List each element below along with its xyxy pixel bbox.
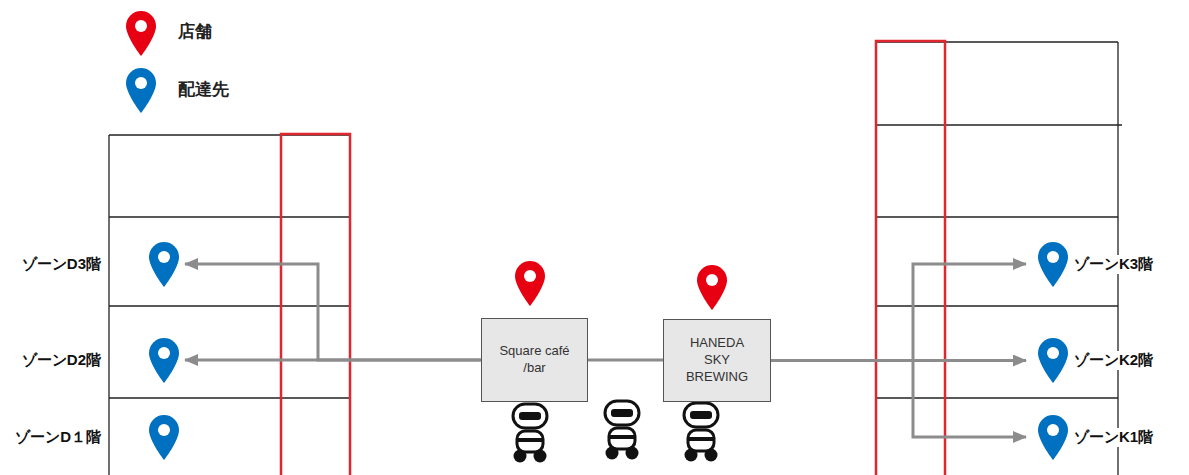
shop-box: Square café /bar <box>481 318 588 402</box>
shop-box: HANEDA SKY BREWING <box>663 319 771 402</box>
pin-hole <box>524 270 536 282</box>
delivery-pin <box>1036 413 1070 461</box>
pin-hole <box>135 77 147 89</box>
elevator-shaft <box>281 134 350 475</box>
robot-icon <box>513 404 547 463</box>
pin-shape <box>1038 242 1068 287</box>
shop-name: HANEDA SKY BREWING <box>681 335 753 386</box>
floor-line <box>109 397 350 398</box>
shop-pin <box>126 11 156 56</box>
pin-hole <box>1047 251 1059 263</box>
pin-hole <box>158 251 170 263</box>
floor-line <box>109 216 350 217</box>
zone-label: ゾーンK3階 <box>1072 255 1155 274</box>
shop-pin <box>697 265 727 310</box>
robot-band <box>688 437 714 441</box>
route-arrow <box>588 359 663 362</box>
delivery-zone: ゾーンK2階 <box>1026 336 1158 384</box>
legend-label: 店舗 <box>178 20 212 43</box>
route-arrow <box>185 359 481 362</box>
zone-text-wrap: ゾーンK2階 <box>1072 336 1155 384</box>
robot-wheel <box>606 447 619 460</box>
elevator-shaft <box>876 41 945 475</box>
robot-head <box>513 404 547 428</box>
pin-shape <box>1038 415 1068 460</box>
robot-wheel <box>534 450 547 463</box>
floor-line <box>876 124 1122 125</box>
pin-shape <box>1038 338 1068 383</box>
delivery-pin <box>147 413 181 461</box>
robot-body <box>688 430 714 451</box>
pin-shape <box>697 265 727 310</box>
delivery-zone: ゾーンD2階 <box>5 336 185 384</box>
building-wall <box>108 135 109 475</box>
shop-name: Square café /bar <box>493 343 577 377</box>
zone-text-wrap: ゾーンK1階 <box>1072 413 1155 461</box>
pin-shape <box>515 261 545 306</box>
robot-wheel <box>514 450 527 463</box>
zone-text-wrap: ゾーンD3階 <box>20 240 103 288</box>
pin-hole <box>706 274 718 286</box>
floor-line <box>876 216 1118 217</box>
robot-icon <box>605 401 639 460</box>
robot-visor <box>611 409 633 417</box>
robot-body <box>517 431 543 452</box>
robot-wheel <box>685 449 698 462</box>
robot-wheel <box>626 447 639 460</box>
delivery-zone: ゾーンK1階 <box>1026 413 1158 461</box>
delivery-zone: ゾーンD１階 <box>5 413 185 461</box>
zone-text-wrap: ゾーンD2階 <box>20 336 103 384</box>
route-arrow <box>771 264 1026 361</box>
pin-shape <box>126 11 156 56</box>
pin-hole <box>1047 347 1059 359</box>
pin-shape <box>149 242 179 287</box>
delivery-pin <box>1036 240 1070 288</box>
pin-hole <box>158 424 170 436</box>
delivery-zone: ゾーンD3階 <box>5 240 185 288</box>
robot-visor <box>690 411 712 419</box>
zone-label: ゾーンK1階 <box>1072 428 1155 447</box>
robot-visor <box>519 412 541 420</box>
pin-hole <box>135 20 147 32</box>
route-arrow <box>185 264 481 360</box>
delivery-pin <box>1036 336 1070 384</box>
pin-hole <box>1047 424 1059 436</box>
route-arrow <box>771 361 1026 438</box>
robot-icon <box>684 403 718 462</box>
zone-text-wrap: ゾーンD１階 <box>13 413 103 461</box>
pin-shape <box>149 338 179 383</box>
delivery-pin <box>147 240 181 288</box>
robot-band <box>517 438 543 442</box>
left-building <box>109 135 350 475</box>
delivery-zone: ゾーンK3階 <box>1026 240 1158 288</box>
delivery-pin <box>147 336 181 384</box>
legend-label: 配達先 <box>178 78 229 101</box>
box-text-wrap: HANEDA SKY BREWING <box>681 335 753 386</box>
zone-label: ゾーンK2階 <box>1072 351 1155 370</box>
zone-label: ゾーンD１階 <box>13 428 103 447</box>
robot-head <box>605 401 639 425</box>
pin-shape <box>126 68 156 113</box>
zone-label: ゾーンD2階 <box>20 351 103 370</box>
robot-wheel <box>705 449 718 462</box>
robot-head <box>684 403 718 427</box>
zone-text-wrap: ゾーンK3階 <box>1072 240 1155 288</box>
robot-body <box>609 428 635 449</box>
zone-label: ゾーンD3階 <box>20 255 103 274</box>
pin-hole <box>158 347 170 359</box>
pin-shape <box>149 415 179 460</box>
floor-line <box>109 305 350 306</box>
delivery-pin <box>126 68 156 113</box>
robot-band <box>609 435 635 439</box>
shop-pin <box>515 261 545 306</box>
box-text-wrap: Square café /bar <box>493 343 577 377</box>
